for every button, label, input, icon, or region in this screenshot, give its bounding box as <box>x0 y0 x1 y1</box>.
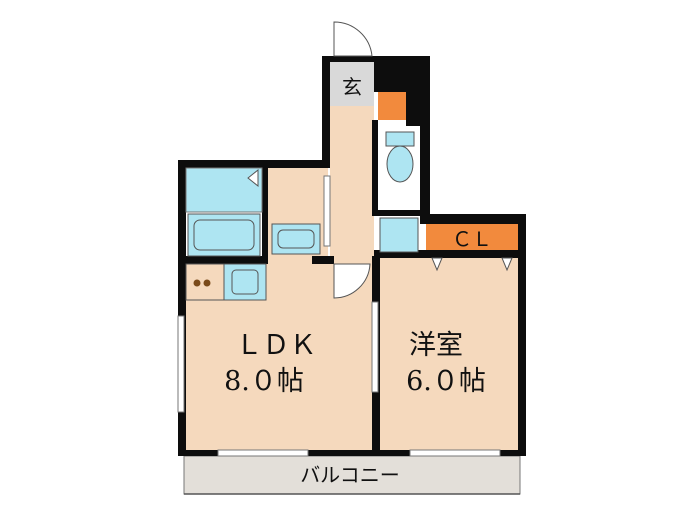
entrance-floor <box>330 62 374 106</box>
kitchen-sink <box>231 269 259 295</box>
balcony-label: バルコニー <box>300 463 400 487</box>
hallway-floor <box>330 106 374 262</box>
burner-2 <box>203 279 211 287</box>
bathtub-inner <box>193 219 255 251</box>
washbasin-bowl <box>277 229 315 249</box>
western-room-size-label: 6.０帖 <box>406 366 486 397</box>
windows <box>177 175 501 457</box>
ldk-name-label: ＬＤＫ <box>236 330 317 361</box>
walls <box>178 56 526 456</box>
bath-door-mark <box>247 168 259 188</box>
washing-machine-space <box>379 217 419 253</box>
western-room-name-label: 洋室 <box>409 330 463 361</box>
balcony <box>183 455 521 495</box>
toilet-tank <box>385 131 415 147</box>
washing-area <box>185 167 263 213</box>
closet-hanger-right <box>501 257 513 272</box>
toilet-bowl <box>386 145 414 183</box>
closet <box>426 224 518 254</box>
door-swings <box>333 21 373 299</box>
burner-1 <box>193 279 201 287</box>
closet-hanger-left <box>431 257 443 272</box>
closet-label: ＣＬ <box>452 227 492 251</box>
western-room-floor <box>378 256 518 450</box>
entrance-label: 玄 <box>342 75 362 99</box>
ldk-size-label: 8.０帖 <box>224 366 304 397</box>
shoe-cabinet <box>378 92 406 120</box>
